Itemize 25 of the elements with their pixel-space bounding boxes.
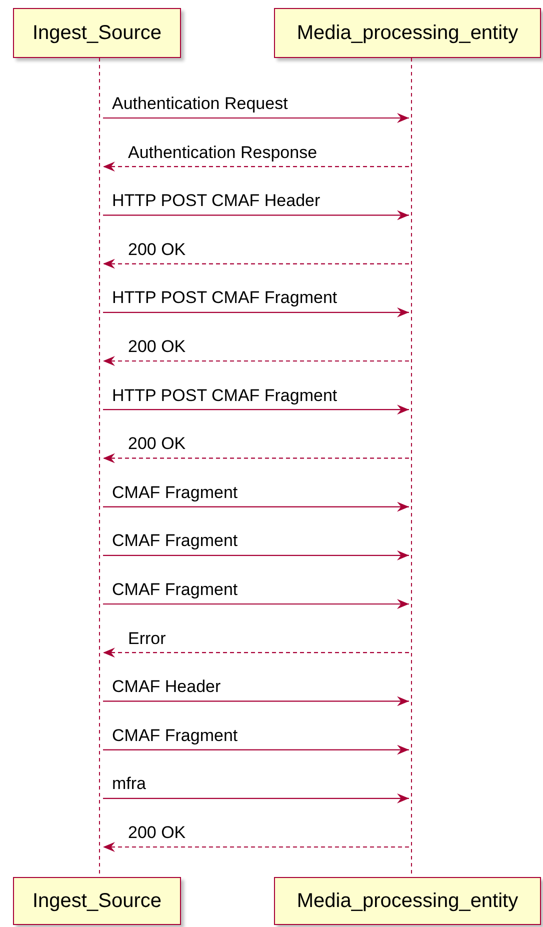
message-arrow [103,744,409,755]
message-arrow [103,648,409,658]
message-arrow [103,599,409,609]
message-arrow [103,307,409,318]
message-arrow [103,210,409,220]
message-arrow [103,453,409,464]
edge-label: CMAF Fragment [112,531,238,552]
edge-label: Authentication Request [112,94,288,114]
message-arrow [103,258,409,269]
message-arrow [103,404,409,415]
edge-label: CMAF Fragment [112,580,238,600]
participant-box: Ingest_Source [13,877,181,925]
message-arrow [103,793,409,804]
message-arrow [103,842,409,852]
message-arrow [103,356,409,366]
message-arrow [103,113,409,123]
edge-label: Authentication Response [128,142,318,163]
edge-label: HTTP POST CMAF Fragment [112,288,338,308]
message-arrow [103,550,409,560]
message-arrow [103,502,409,512]
participant-box: Ingest_Source [13,8,181,58]
participant-box: Media_processing_entity [274,877,541,925]
participant-box: Media_processing_entity [274,8,541,58]
message-arrow [103,162,409,172]
message-arrow [103,696,409,706]
